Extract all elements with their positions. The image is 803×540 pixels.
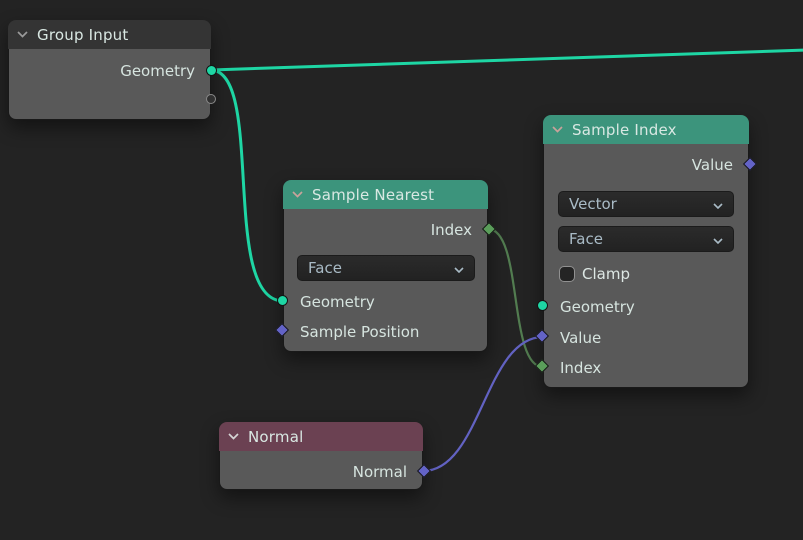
dropdown-value: Face — [308, 259, 342, 277]
node-sample-index[interactable]: Sample Index Value Vector Face Clamp Geo… — [534, 115, 758, 388]
clamp-checkbox-row[interactable]: Clamp — [559, 265, 630, 283]
node-header-normal[interactable]: Normal — [219, 422, 423, 451]
link-geometry-offscreen[interactable] — [210, 48, 803, 72]
node-group-input[interactable]: Group Input Geometry — [8, 20, 217, 120]
socket-input-geometry[interactable] — [277, 295, 288, 306]
node-header-sample-index[interactable]: Sample Index — [543, 115, 749, 144]
chevron-down-icon — [713, 230, 723, 248]
node-title: Normal — [248, 427, 304, 446]
node-title: Sample Nearest — [312, 185, 435, 204]
output-label-geometry: Geometry — [120, 62, 195, 80]
link-normal-to-value[interactable] — [422, 335, 544, 473]
socket-output-geometry[interactable] — [206, 65, 217, 76]
output-label-normal: Normal — [352, 463, 407, 481]
input-label-sample-position: Sample Position — [300, 323, 420, 341]
dropdown-value: Face — [569, 230, 603, 248]
collapse-chevron-icon[interactable] — [228, 433, 239, 440]
input-label-geometry: Geometry — [560, 298, 635, 316]
socket-input-geometry[interactable] — [537, 300, 548, 311]
socket-output-virtual[interactable] — [206, 94, 216, 104]
domain-dropdown[interactable]: Face — [558, 226, 734, 252]
node-header-sample-nearest[interactable]: Sample Nearest — [283, 180, 488, 209]
chevron-down-icon — [454, 259, 464, 277]
node-sample-nearest[interactable]: Sample Nearest Index Face Geometry Sampl… — [274, 180, 497, 352]
node-title: Sample Index — [572, 120, 677, 139]
input-label-value: Value — [560, 329, 602, 347]
link-index-to-sample-index[interactable] — [487, 227, 544, 369]
input-label-index: Index — [560, 359, 602, 377]
node-title: Group Input — [37, 25, 129, 44]
node-normal[interactable]: Normal Normal — [219, 422, 432, 490]
link-geometry-to-sample-nearest[interactable] — [210, 68, 284, 303]
collapse-chevron-icon[interactable] — [292, 191, 303, 198]
output-label-value: Value — [691, 156, 733, 174]
dropdown-value: Vector — [569, 195, 617, 213]
collapse-chevron-icon[interactable] — [552, 126, 563, 133]
input-label-geometry: Geometry — [300, 293, 375, 311]
collapse-chevron-icon[interactable] — [17, 31, 28, 38]
data-type-dropdown[interactable]: Vector — [558, 191, 734, 217]
node-header-group-input[interactable]: Group Input — [8, 20, 211, 49]
output-label-index: Index — [430, 221, 472, 239]
clamp-label: Clamp — [582, 265, 630, 283]
clamp-checkbox[interactable] — [559, 266, 575, 282]
chevron-down-icon — [713, 195, 723, 213]
domain-dropdown[interactable]: Face — [297, 255, 475, 281]
